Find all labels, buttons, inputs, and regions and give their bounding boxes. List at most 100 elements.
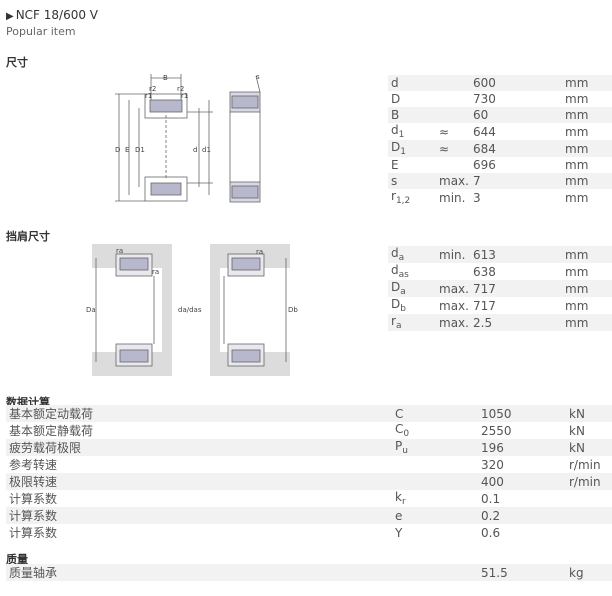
calc-symbol [395,473,481,490]
label-Db: Db [288,306,298,314]
label-r1-top-right: r1 [181,92,188,100]
dimension-symbol: D1 [388,140,439,157]
label-s: s [256,73,260,81]
dimension-qualifier [439,263,473,280]
calc-symbol: Y [395,524,481,541]
calc-unit [569,507,612,524]
dimension-unit: mm [565,246,612,263]
dimension-qualifier [439,107,473,123]
label-r1-top: r1 [145,92,152,100]
dimension-symbol: d [388,75,439,91]
dimension-unit: mm [565,298,589,313]
dimension-unit: mm [565,107,612,123]
product-name: NCF 18/600 V [15,8,99,22]
dimension-symbol: d1 [388,123,439,140]
dimension-value: 2.5 [473,314,565,331]
symbol: D [391,280,401,294]
label-ra-top: ra [116,247,123,255]
symbol: C [395,422,404,436]
dimension-symbol: r1,2 [388,189,439,206]
symbol-subscript: b [400,304,406,314]
symbol: r [391,314,396,328]
calc-value: 320 [481,457,504,472]
dimension-unit: mm [565,124,589,139]
mass-value: 51.5 [481,564,569,581]
symbol-subscript: 1,2 [395,196,411,206]
dimension-unit: mm [565,173,612,189]
label-D: D [115,146,120,154]
dimension-symbol: Da [388,280,439,297]
dimension-unit: mm [565,140,612,157]
calc-value: 0.2 [481,507,569,524]
dimension-qualifier: max. [439,173,473,189]
section-mass-heading: 质量 [6,553,28,566]
dimension-qualifier: max. [439,314,473,331]
dimension-qualifier: min. [439,246,473,263]
bearing-side-drawing: s [229,73,261,203]
symbol: B [391,108,400,122]
dimension-value: 717 [473,298,496,313]
calc-value: 0.6 [481,525,501,540]
dimension-value: 60 [473,107,565,123]
symbol: D [391,92,401,106]
label-d1: d1 [202,146,211,154]
label-r2-top-right: r2 [177,85,184,93]
symbol: r [391,189,396,203]
dimension-symbol: B [388,107,439,123]
dimension-value: 730 [473,92,496,106]
symbol: Y [395,525,403,540]
calc-value: 196 [481,439,569,456]
section-dimensions-heading: 尺寸 [6,56,28,69]
calc-symbol: C [395,405,481,422]
subtitle: Popular item [6,25,76,38]
symbol: C [395,406,404,421]
calc-symbol [395,456,481,473]
dimension-qualifier: ≈ [439,140,473,157]
dimension-qualifier: max. [439,298,469,313]
label-Da: Da [86,306,96,314]
symbol: e [395,508,403,523]
label-da-das: da/das [178,306,202,314]
dimension-value: 717 [473,280,565,297]
dimension-unit: mm [565,314,612,331]
calc-symbol: kr [395,490,481,507]
symbol: P [395,439,403,453]
label-ra-right: ra [256,248,263,256]
label-B: B [163,74,168,82]
symbol: d [391,263,399,277]
calc-value: 1050 [481,405,569,422]
calc-value: 400 [481,473,569,490]
dimension-value: 613 [473,246,565,263]
dimension-symbol: D [388,91,439,107]
bearing-section-drawing: B r2 r1 r2 r1 D E D1 d d1 [115,74,213,202]
symbol: D [391,140,401,154]
dimension-symbol: das [388,263,439,280]
play-icon: ▶ [6,11,14,22]
dimension-unit: mm [565,92,589,106]
calc-value: 2550 [481,423,512,438]
calc-unit: kN [569,405,612,422]
dimension-symbol: ra [388,314,439,331]
dimension-unit: mm [565,280,612,297]
dimension-value: 696 [473,158,496,172]
symbol: d [391,123,399,137]
dimension-qualifier: max. [439,280,473,297]
mass-symbol [395,564,481,581]
symbol: k [395,490,402,504]
